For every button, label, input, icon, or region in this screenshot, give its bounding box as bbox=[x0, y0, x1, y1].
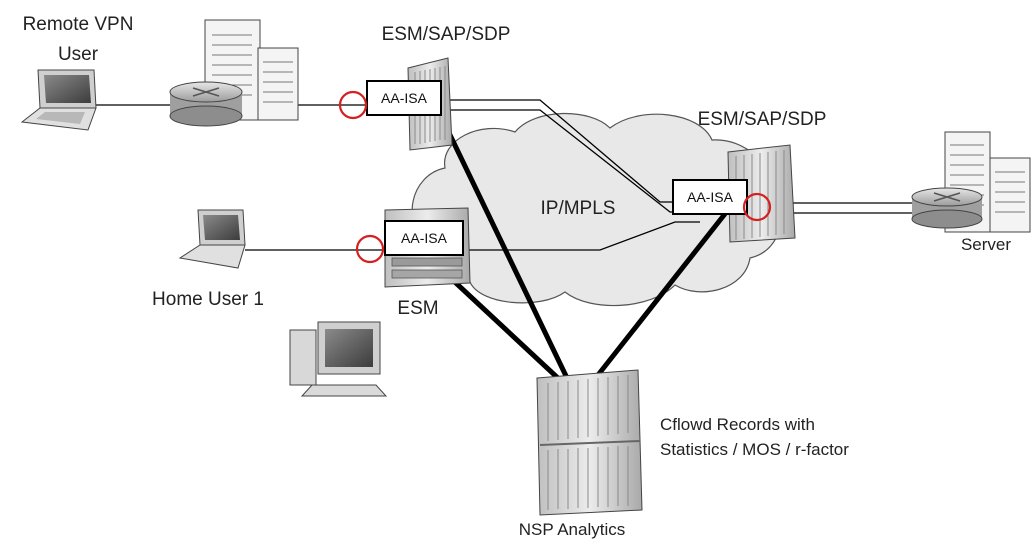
esm-sap-sdp-top-label: ESM/SAP/SDP bbox=[382, 24, 511, 45]
aa-isa-box-top: AA-ISA bbox=[366, 80, 442, 116]
remote-vpn-user-label-line2: User bbox=[58, 44, 99, 65]
remote-vpn-user-label-line1: Remote VPN bbox=[23, 14, 134, 35]
nsp-analytics-label: NSP Analytics bbox=[519, 520, 625, 539]
home-laptop-icon bbox=[178, 209, 246, 269]
server-label: Server bbox=[961, 235, 1011, 254]
aa-isa-label-right: AA-ISA bbox=[687, 189, 734, 205]
esm-sap-sdp-right-label: ESM/SAP/SDP bbox=[698, 109, 827, 130]
aa-isa-box-esm: AA-ISA bbox=[384, 220, 464, 256]
aa-isa-label-esm: AA-ISA bbox=[401, 230, 448, 246]
server-router-icon bbox=[911, 187, 983, 229]
nsp-analytics-chassis-icon bbox=[536, 369, 643, 516]
remote-vpn-laptop-icon bbox=[20, 69, 97, 131]
server-building-icon bbox=[944, 131, 1031, 233]
cflowd-label-line2: Statistics / MOS / r-factor bbox=[660, 440, 849, 459]
ip-mpls-label: IP/MPLS bbox=[541, 198, 616, 219]
cflowd-label-line1: Cflowd Records with bbox=[660, 415, 815, 434]
remote-router-icon bbox=[169, 81, 243, 127]
desktop-pc-icon bbox=[289, 321, 388, 397]
aa-isa-label-top: AA-ISA bbox=[381, 90, 428, 106]
esm-label: ESM bbox=[397, 298, 438, 319]
monitoring-point-icon bbox=[338, 90, 772, 264]
aa-isa-box-right: AA-ISA bbox=[672, 179, 748, 215]
home-user-label: Home User 1 bbox=[152, 289, 264, 310]
